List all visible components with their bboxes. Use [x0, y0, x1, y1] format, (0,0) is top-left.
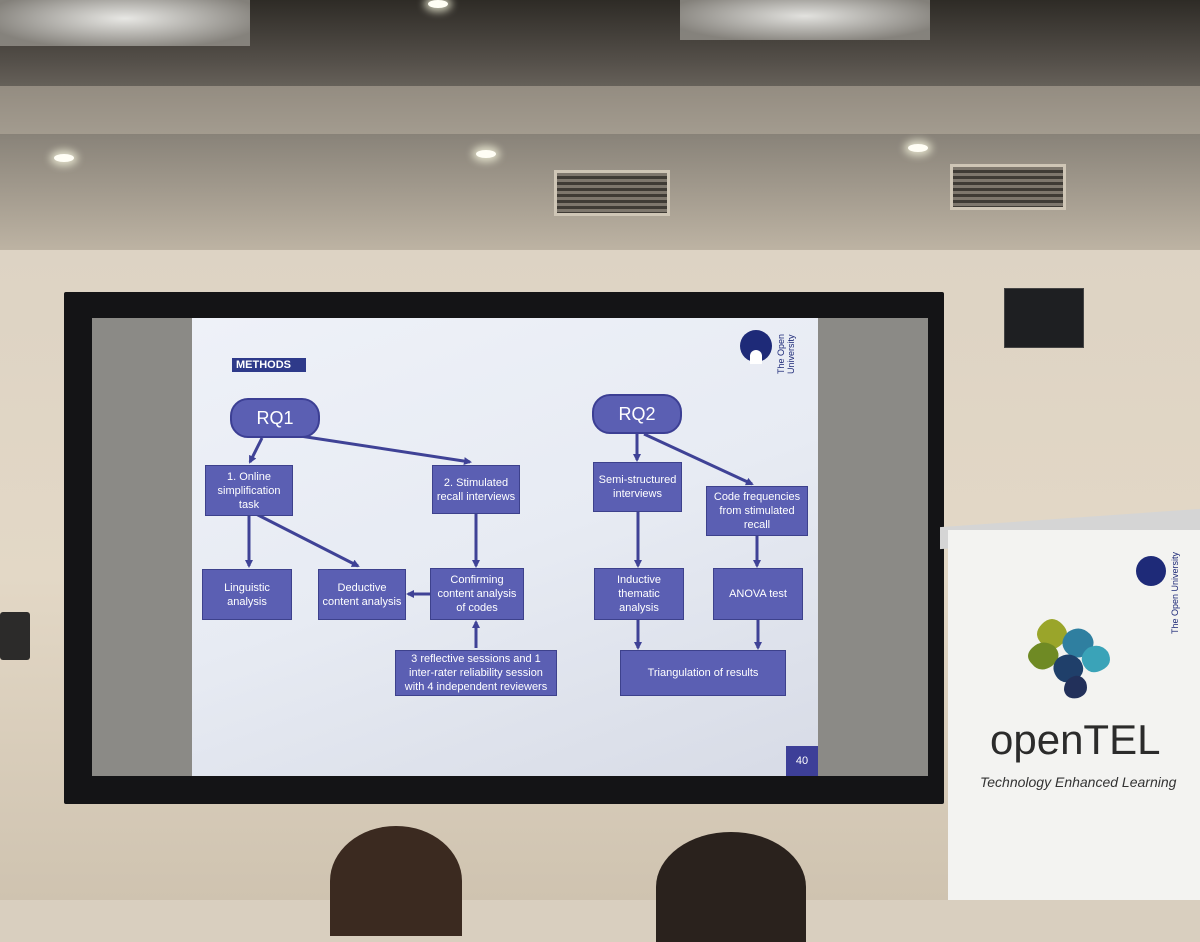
ceiling-light-panel: [0, 0, 250, 46]
slide-page-number: 40: [786, 746, 818, 776]
stimulated-recall-box: 2. Stimulated recall interviews: [432, 465, 520, 514]
linguistic-analysis-box: Linguistic analysis: [202, 569, 292, 620]
opentel-banner: [948, 530, 1200, 900]
ceiling-downlight: [908, 144, 928, 152]
rq1-node: RQ1: [230, 398, 320, 438]
open-university-logo: The Open University: [740, 330, 810, 374]
anova-test-box: ANOVA test: [713, 568, 803, 620]
deductive-content-analysis-box: Deductive content analysis: [318, 569, 406, 620]
ceiling-light-panel: [680, 0, 930, 40]
ceiling-downlight: [54, 154, 74, 162]
opentel-logo-icon: [1028, 619, 1110, 699]
ou-logo-notch: [750, 350, 762, 364]
banner-ou-logo-text: The Open University: [1170, 552, 1180, 635]
audience-head: [330, 826, 462, 936]
arrow-rq2-to-code-frequencies: [643, 432, 754, 486]
code-frequencies-box: Code frequencies from stimulated recall: [706, 486, 808, 536]
ceiling-beam: [0, 86, 1200, 134]
audience-head: [656, 832, 806, 942]
semi-structured-interviews-box: Semi-structured interviews: [593, 462, 682, 512]
reflective-sessions-box: 3 reflective sessions and 1 inter-rater …: [395, 650, 557, 696]
ou-logo-icon: [1136, 556, 1166, 586]
confirming-content-analysis-box: Confirming content analysis of codes: [430, 568, 524, 620]
air-vent: [554, 170, 670, 216]
flowchart-arrows: [245, 432, 762, 650]
opentel-brand-name: openTEL: [990, 716, 1161, 763]
triangulation-box: Triangulation of results: [620, 650, 786, 696]
rq2-node: RQ2: [592, 394, 682, 434]
inductive-thematic-analysis-box: Inductive thematic analysis: [594, 568, 684, 620]
wall-speaker: [1004, 288, 1084, 348]
ceiling-downlight: [428, 0, 448, 8]
arrow-online-to-deductive: [255, 512, 360, 568]
wall-device: [0, 612, 30, 660]
arrow-rq1-to-stimulated-recall: [299, 434, 472, 466]
arrow-rq1-to-online-task: [248, 437, 264, 464]
online-simplification-task-box: 1. Online simplification task: [205, 465, 293, 516]
presentation-slide: [192, 318, 818, 776]
opentel-tagline: Technology Enhanced Learning: [980, 774, 1177, 790]
air-vent: [950, 164, 1066, 210]
ceiling-downlight: [476, 150, 496, 158]
slide-section-label: METHODS: [232, 358, 306, 372]
